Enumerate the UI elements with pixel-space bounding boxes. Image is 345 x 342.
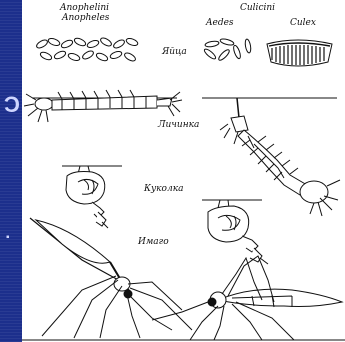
anopheles-eggs (35, 36, 138, 62)
culex-pupa (202, 200, 268, 264)
tribe-label-culicini: Culicini (240, 3, 275, 13)
aedes-eggs (203, 38, 252, 62)
mosquito-life-cycle-diagram: Anophelini Anopheles Culicini Aedes Cule… (22, 0, 345, 342)
culex-egg-raft (267, 40, 332, 66)
culex-larva (202, 98, 340, 216)
anopheles-larva (24, 90, 182, 122)
stage-label-larva: Личинка (158, 120, 199, 130)
anopheles-adult (30, 218, 192, 338)
stage-label-eggs: Яйца (162, 47, 187, 57)
background-text-fragment-bottom: ▪ (6, 232, 10, 243)
background-text-fragment-top: Ɔ (4, 92, 20, 118)
stage-label-adult: Имаго (138, 237, 169, 247)
genus-label-culex: Culex (290, 18, 316, 28)
genus-label-anopheles: Anopheles (62, 13, 109, 23)
tribe-label-anophelini: Anophelini (60, 3, 109, 13)
anopheles-pupa (62, 166, 122, 228)
culex-adult (152, 256, 342, 340)
stage-label-pupa: Куколка (144, 184, 183, 194)
genus-label-aedes: Aedes (206, 18, 234, 28)
